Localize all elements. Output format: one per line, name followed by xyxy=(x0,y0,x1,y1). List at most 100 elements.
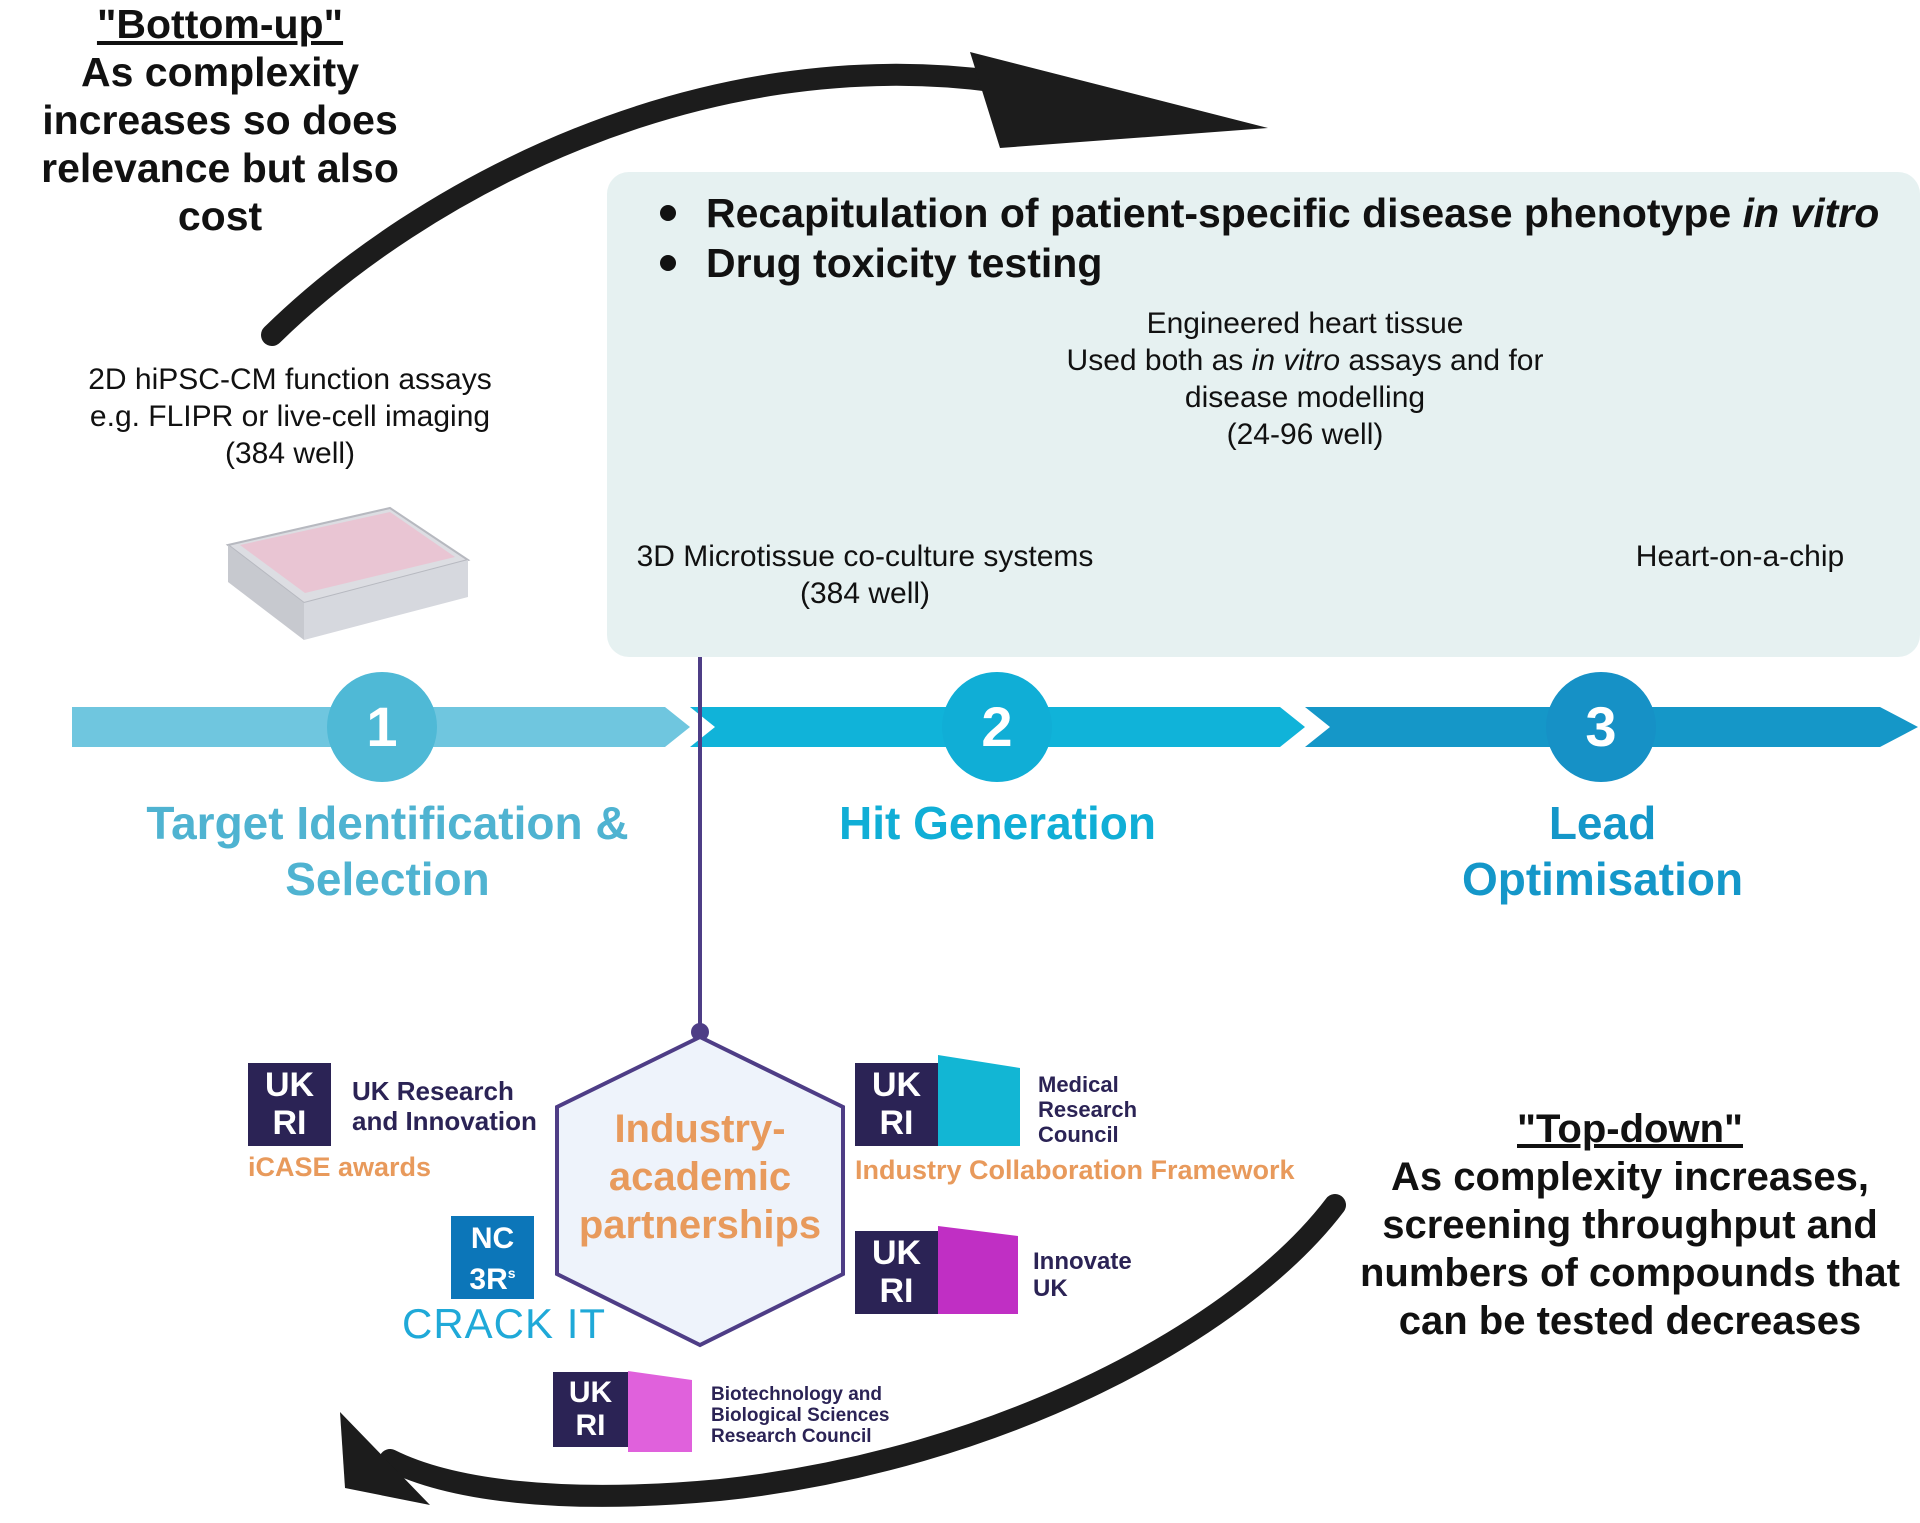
bullet-text-1-main: Recapitulation of patient-specific disea… xyxy=(706,190,1743,236)
ukri-name-line-1: UK Research xyxy=(352,1076,514,1106)
ukri-logo-mark xyxy=(248,1063,331,1146)
bullet-item-1: Recapitulation of patient-specific disea… xyxy=(660,188,1879,238)
bullet-dot xyxy=(660,255,676,271)
stage-2-label-line-1: Hit Generation xyxy=(839,797,1156,849)
bbsrc-name: Biotechnology and Biological Sciences Re… xyxy=(711,1384,889,1447)
bottom-up-heading: "Bottom-up" xyxy=(96,1,344,47)
stage-2-number: 2 xyxy=(981,695,1013,758)
stage-3-label-line-1: Lead xyxy=(1548,797,1657,849)
stage-1-label-line-2: Selection xyxy=(285,853,490,905)
eht-line-3: disease modelling xyxy=(1184,381,1426,414)
top-down-heading: "Top-down" xyxy=(1517,1107,1743,1151)
assay-2d-line-3: (384 well) xyxy=(224,437,356,470)
bullet-text-2: Drug toxicity testing xyxy=(706,240,1103,286)
stage-3-label: Lead Optimisation xyxy=(1420,795,1785,907)
bullet-text-1-italic: in vitro xyxy=(1742,190,1880,236)
ukri-mark-top: UK xyxy=(264,1066,315,1104)
top-down-line-4: can be tested decreases xyxy=(1398,1299,1862,1343)
applications-list: Recapitulation of patient-specific disea… xyxy=(660,188,1879,288)
stage-1-number: 1 xyxy=(366,695,398,758)
partnership-line-1: Industry- xyxy=(614,1107,786,1151)
ukri-logo-letters: UK RI xyxy=(252,1066,327,1142)
nc3rs-logo-mark xyxy=(451,1216,534,1299)
stage-2-circle xyxy=(942,672,1052,782)
innovate-ukri-letters: UK RI xyxy=(859,1234,934,1310)
innovate-logo-shape xyxy=(938,1226,1018,1314)
innovate-name: Innovate UK xyxy=(1033,1248,1132,1302)
bullet-dot xyxy=(660,205,676,221)
ukri-mark-bottom: RI xyxy=(272,1104,307,1142)
partnership-hexagon xyxy=(555,1034,845,1348)
stage-1-label: Target Identification & Selection xyxy=(90,795,685,907)
nc3rs-sup: s xyxy=(507,1265,516,1281)
connector-dot xyxy=(691,1023,709,1041)
nc3rs-logo-letters: NC 3Rs xyxy=(451,1222,534,1297)
microtissue-label: 3D Microtissue co-culture systems (384 w… xyxy=(600,538,1130,612)
bbsrc-logo-shape xyxy=(628,1371,692,1452)
eht-line-1: Engineered heart tissue xyxy=(1146,307,1464,340)
bullet-text-1: Recapitulation of patient-specific disea… xyxy=(706,188,1879,238)
assay-2d-label: 2D hiPSC-CM function assays e.g. FLIPR o… xyxy=(40,361,540,472)
ukri-name: UK Research and Innovation xyxy=(352,1076,537,1136)
eht-line-2-italic: in vitro xyxy=(1251,344,1341,377)
well-plate-icon xyxy=(225,506,471,640)
mrc-logo-mark xyxy=(855,1063,938,1146)
assay-2d-line-1: 2D hiPSC-CM function assays xyxy=(88,363,492,396)
mrc-name-line-2: Research xyxy=(1038,1097,1138,1122)
top-down-line-1: As complexity increases, xyxy=(1390,1155,1870,1199)
bbsrc-name-line-1: Biotechnology and xyxy=(711,1384,882,1405)
microtissue-line-2: (384 well) xyxy=(799,577,931,610)
mrc-ukri-mark-bottom: RI xyxy=(879,1104,914,1142)
assay-2d-line-2: e.g. FLIPR or live-cell imaging xyxy=(89,400,491,433)
top-down-arrowhead xyxy=(340,1412,430,1505)
top-down-line-2: screening throughput and xyxy=(1382,1203,1878,1247)
partnership-line-3: partnerships xyxy=(578,1203,822,1247)
mrc-logo-shape xyxy=(938,1055,1020,1146)
assay-panel xyxy=(607,172,1920,657)
microtissue-line-1: 3D Microtissue co-culture systems xyxy=(636,540,1094,573)
eht-line-2-b: assays and for xyxy=(1340,344,1544,377)
eht-label: Engineered heart tissue Used both as in … xyxy=(1020,305,1590,453)
bbsrc-ukri-mark-top: UK xyxy=(568,1376,613,1409)
mrc-name-line-1: Medical xyxy=(1038,1072,1119,1097)
bullet-item-2: Drug toxicity testing xyxy=(660,238,1879,288)
stage-1-label-line-1: Target Identification & xyxy=(146,797,629,849)
mrc-ukri-mark-top: UK xyxy=(871,1066,922,1104)
bbsrc-ukri-mark-bottom: RI xyxy=(575,1409,606,1442)
icase-awards-label: iCASE awards xyxy=(248,1152,432,1182)
chip-label: Heart-on-a-chip xyxy=(1635,540,1845,573)
partnership-line-2: academic xyxy=(608,1155,792,1199)
bottom-up-line-2: increases so does xyxy=(42,97,398,143)
bbsrc-name-line-2: Biological Sciences xyxy=(711,1405,890,1426)
top-down-line-3: numbers of compounds that xyxy=(1360,1251,1900,1295)
innovate-name-line-2: UK xyxy=(1033,1275,1068,1302)
nc3rs-line-2-main: 3R xyxy=(469,1263,508,1296)
innovate-ukri-mark-bottom: RI xyxy=(879,1272,914,1310)
innovate-ukri-mark-top: UK xyxy=(871,1234,922,1272)
stage-2-label: Hit Generation xyxy=(760,795,1235,851)
nc3rs-line-1: NC xyxy=(470,1222,515,1255)
nc3rs-line-2: 3Rs xyxy=(451,1256,534,1297)
bbsrc-logo-mark xyxy=(553,1372,628,1447)
innovate-name-line-1: Innovate xyxy=(1033,1248,1132,1275)
bottom-up-text: "Bottom-up" As complexity increases so d… xyxy=(0,0,440,240)
bottom-up-arc xyxy=(261,63,1011,346)
stage-3-number: 3 xyxy=(1585,695,1617,758)
mrc-ukri-letters: UK RI xyxy=(859,1066,934,1142)
innovate-logo-mark xyxy=(855,1231,938,1314)
bottom-up-line-3: relevance but also cost xyxy=(41,145,399,239)
icf-label: Industry Collaboration Framework xyxy=(855,1155,1295,1185)
mrc-name-line-3: Council xyxy=(1038,1122,1119,1147)
top-down-text: "Top-down" As complexity increases, scre… xyxy=(1330,1105,1920,1345)
bbsrc-name-line-3: Research Council xyxy=(711,1426,872,1447)
eht-line-2-a: Used both as xyxy=(1066,344,1252,377)
ukri-name-line-2: and Innovation xyxy=(352,1106,537,1136)
bottom-up-line-1: As complexity xyxy=(81,49,359,95)
bottom-up-arrowhead xyxy=(970,52,1268,148)
bbsrc-ukri-letters: UK RI xyxy=(556,1376,625,1442)
crackit-label: CRACK IT xyxy=(402,1300,607,1347)
stage-3-circle xyxy=(1546,672,1656,782)
stage-1-circle xyxy=(327,672,437,782)
partnership-label: Industry- academic partnerships xyxy=(560,1105,840,1249)
mrc-name: Medical Research Council xyxy=(1038,1072,1137,1147)
